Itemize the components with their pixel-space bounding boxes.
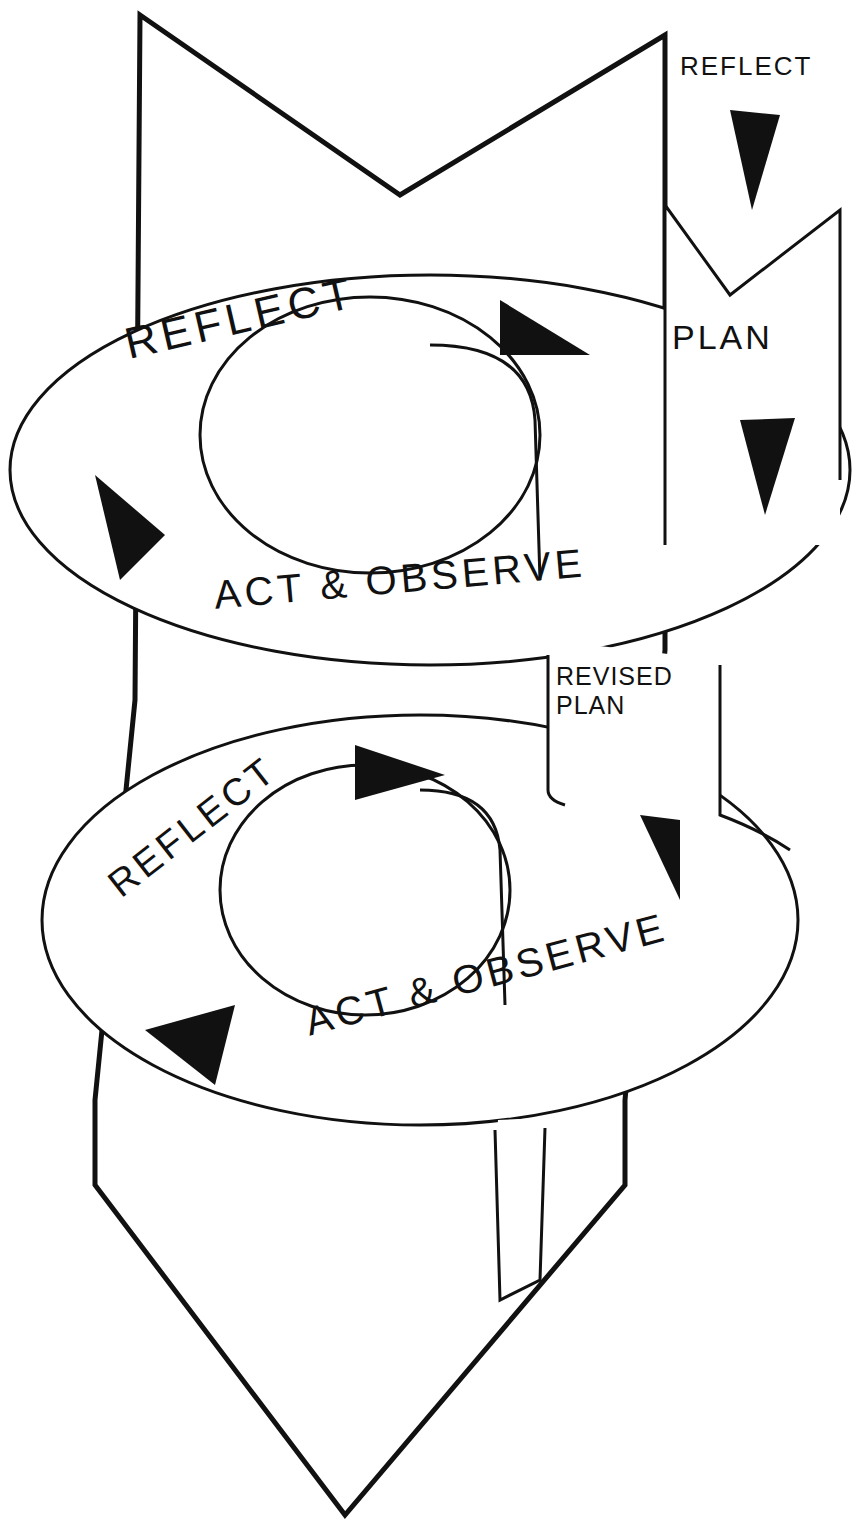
- plan-band: [665, 205, 840, 545]
- step-label: REVISED PLAN: [556, 662, 716, 720]
- arrowhead: [145, 1005, 235, 1085]
- arrowhead: [640, 815, 680, 900]
- arrowhead: [730, 110, 780, 210]
- arrowhead: [500, 300, 590, 355]
- tail-band: [495, 1128, 545, 1300]
- plan-band-edge: [665, 205, 840, 545]
- step-label: REFLECT: [680, 52, 812, 82]
- revised-plan-band: [548, 640, 720, 820]
- arrowhead: [740, 418, 795, 515]
- arrowhead: [355, 745, 445, 800]
- arrowhead: [95, 475, 165, 580]
- step-label: PLAN: [672, 318, 773, 357]
- tail-cover: [497, 1118, 543, 1134]
